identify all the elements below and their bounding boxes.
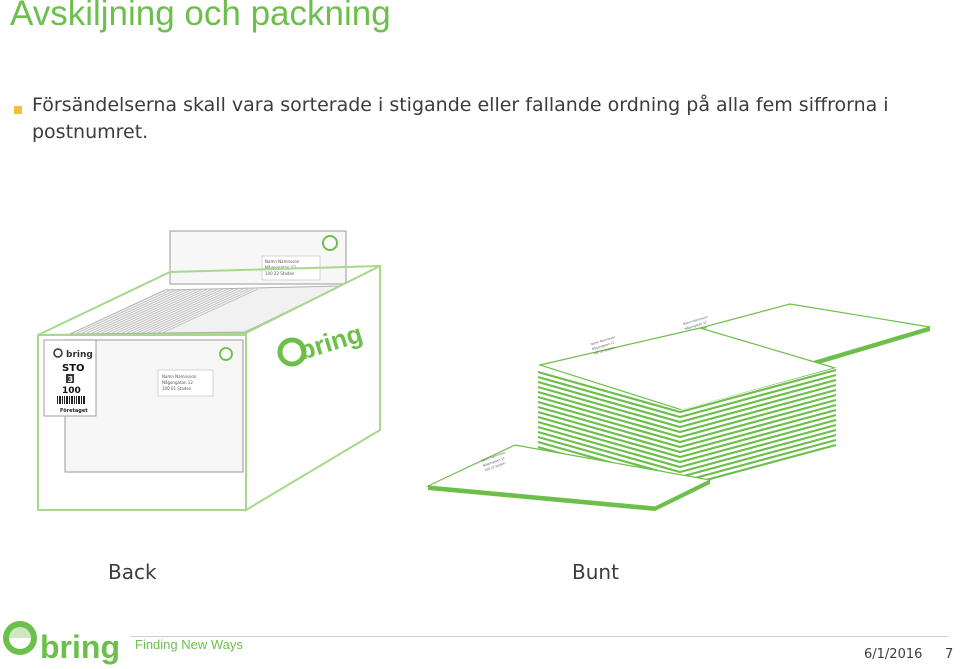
address-line: Namn Namnsson	[162, 374, 197, 379]
address-line: Någongatan 12	[162, 380, 193, 385]
caption-back: Back	[108, 560, 157, 584]
mail-bundle: Namn Namnsson Någongatan 12 100 22 Stade…	[428, 304, 930, 511]
footer-date: 6/1/2016	[864, 647, 922, 662]
address-line: Namn Namnsson	[265, 259, 300, 264]
footer-divider	[130, 636, 948, 637]
mail-tray-box: Namn Namnsson Någongatan 12 100 22 Stade…	[38, 231, 380, 510]
label-code: STO	[62, 363, 85, 374]
tagline: Finding New Ways	[135, 637, 243, 652]
address-line: 100 01 Staden	[162, 386, 192, 391]
label-digit: 3	[68, 375, 74, 384]
label-brand: bring	[66, 350, 93, 360]
address-line: 100 22 Staden	[265, 271, 295, 276]
logo-text: bring	[40, 629, 120, 665]
caption-bunt: Bunt	[572, 560, 619, 584]
page-number: 7	[945, 647, 953, 662]
bring-logo-icon: bring	[0, 614, 130, 666]
label-sender: Företaget	[60, 408, 88, 414]
label-number: 100	[62, 386, 81, 396]
